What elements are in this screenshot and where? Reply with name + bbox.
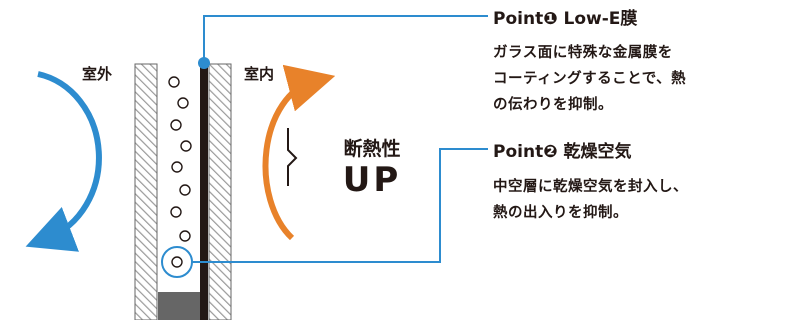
air-bubble bbox=[170, 206, 182, 218]
point2-line: 中空層に乾燥空気を封入し、 bbox=[493, 179, 688, 195]
air-bubble bbox=[177, 97, 189, 109]
leader-line-point2 bbox=[192, 148, 488, 263]
spacer-block bbox=[158, 292, 200, 320]
point1-title: Point❶ Low-E膜 bbox=[493, 9, 638, 29]
indoor-heat-arrow bbox=[262, 64, 336, 241]
air-bubble bbox=[179, 230, 191, 242]
dry-air-bubbles bbox=[168, 76, 192, 268]
air-bubble bbox=[170, 119, 182, 131]
air-bubble bbox=[171, 161, 183, 173]
point1-line: の伝わりを抑制。 bbox=[493, 97, 613, 113]
outer-glass-pane bbox=[134, 63, 158, 320]
indoor-label: 室内 bbox=[244, 65, 275, 83]
leader-dot-point1 bbox=[198, 57, 210, 69]
up-label: UP bbox=[342, 160, 402, 200]
point1-line: ガラス面に特殊な金属膜を bbox=[493, 45, 673, 61]
insulation-label: 断熱性 bbox=[343, 138, 401, 160]
point2-description: 中空層に乾燥空気を封入し、 熱の出入りを抑制。 bbox=[493, 174, 688, 226]
point1-description: ガラス面に特殊な金属膜を コーティングすることで、熱 の伝わりを抑制。 bbox=[493, 40, 686, 118]
point2-title: Point❷ 乾燥空気 bbox=[493, 142, 632, 162]
point1-line: コーティングすることで、熱 bbox=[493, 71, 687, 87]
brace-mark bbox=[287, 128, 298, 186]
point2-line: 熱の出入りを抑制。 bbox=[493, 205, 628, 221]
air-bubble bbox=[180, 140, 192, 152]
low-e-coating-line bbox=[200, 64, 208, 320]
leader-line-point1 bbox=[203, 15, 488, 63]
inner-glass-pane bbox=[208, 63, 232, 320]
air-bubble bbox=[168, 76, 180, 88]
air-bubble bbox=[179, 184, 191, 196]
air-bubble bbox=[171, 256, 183, 268]
outdoor-heat-arrow bbox=[25, 71, 102, 252]
outdoor-label: 室外 bbox=[82, 65, 113, 83]
